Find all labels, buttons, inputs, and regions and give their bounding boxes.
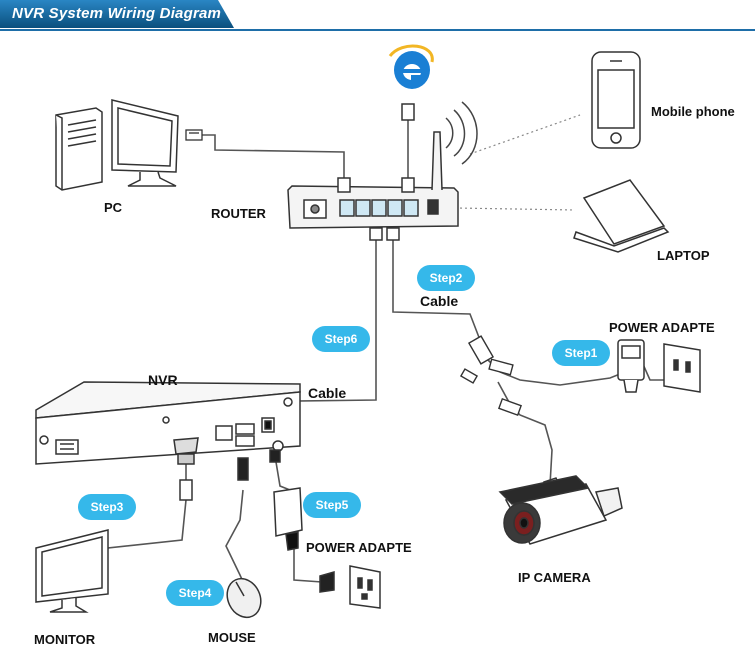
wall-outlet-nvr — [319, 565, 381, 609]
ip-camera — [498, 475, 623, 545]
monitor-display — [35, 529, 109, 613]
label-nvr-power-adapter: POWER ADAPTE — [306, 540, 412, 555]
nvr-recorder — [35, 381, 301, 501]
camera-power-adapter — [617, 339, 645, 393]
pc-tower — [55, 107, 103, 191]
step-badge-5: Step5 — [303, 492, 361, 518]
step-badge-1: Step1 — [552, 340, 610, 366]
wireless-link-phone — [469, 114, 581, 155]
wireless-link-laptop — [454, 207, 576, 211]
label-laptop: LAPTOP — [657, 248, 710, 263]
step-badge-2: Step2 — [417, 265, 475, 291]
pc-monitor — [111, 99, 179, 187]
step-badge-3: Step3 — [78, 494, 136, 520]
label-pc: PC — [104, 200, 123, 215]
cable-camera-body — [497, 381, 553, 486]
label-nvr: NVR — [148, 372, 178, 388]
laptop — [573, 179, 670, 253]
label-mouse: MOUSE — [208, 630, 256, 645]
step-badge-6: Step6 — [312, 326, 370, 352]
label-monitor: MONITOR — [34, 632, 96, 647]
router — [287, 103, 459, 241]
label-camera-power-adapter: POWER ADAPTE — [609, 320, 715, 335]
label-router: ROUTER — [211, 206, 266, 221]
cable-router-camera — [392, 236, 481, 341]
diagram-title: NVR System Wiring Diagram — [12, 5, 222, 22]
step-badge-4: Step4 — [166, 580, 224, 606]
title-banner — [0, 0, 755, 31]
wall-outlet-camera — [663, 343, 701, 393]
ethernet-plug-pc — [185, 129, 203, 141]
label-mobile-phone: Mobile phone — [651, 104, 735, 119]
label-ip-camera: IP CAMERA — [518, 570, 591, 585]
cable-nvr-power — [275, 461, 291, 491]
wifi-signal-icon — [445, 101, 478, 165]
mouse-device — [226, 577, 262, 619]
cable-pc-router — [200, 134, 345, 192]
mobile-phone — [591, 51, 641, 149]
camera-rj45-connector — [459, 335, 523, 417]
nvr-power-adapter — [273, 487, 303, 551]
label-cable-step6: Cable — [308, 385, 347, 401]
ie-browser-icon — [388, 44, 434, 89]
cable-power-wall — [293, 540, 323, 583]
label-cable-step2: Cable — [420, 293, 459, 309]
